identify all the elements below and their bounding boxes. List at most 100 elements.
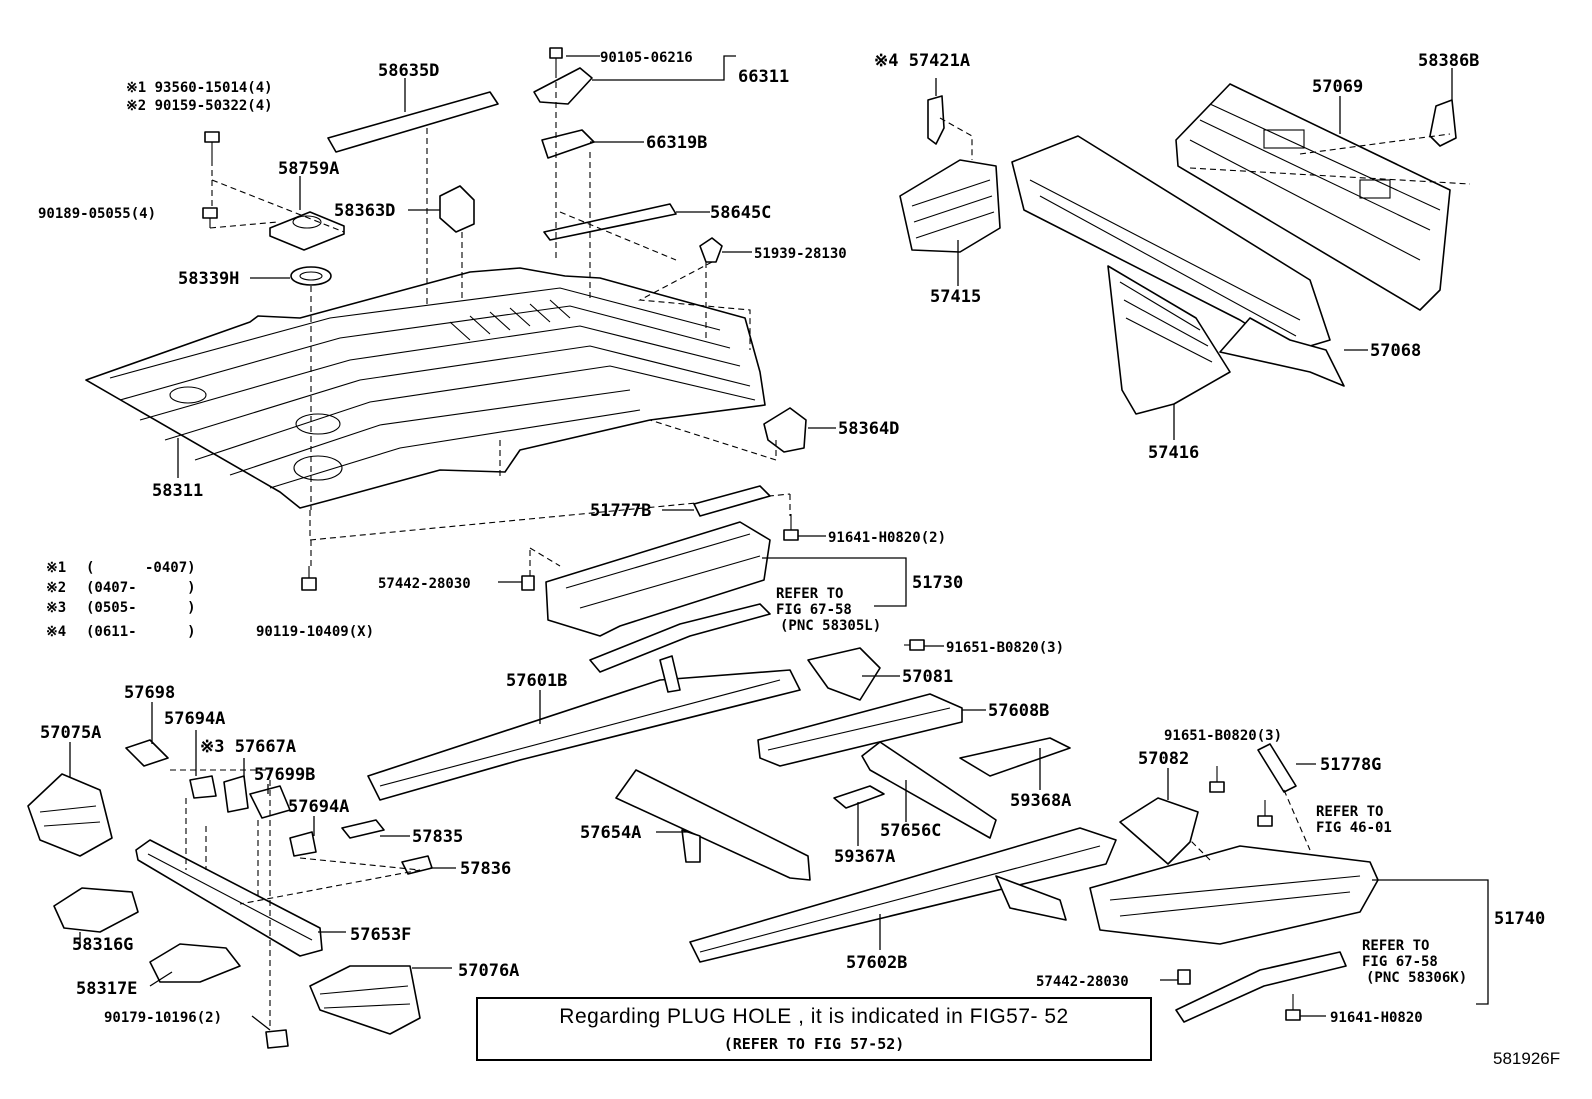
crossmember-51730-part — [545, 521, 771, 637]
bracket-58316G-part — [53, 887, 139, 933]
label-57416: 57416 — [1148, 443, 1199, 463]
legend-mark-3: ※3 — [46, 600, 66, 616]
bracket-57421A-part — [927, 95, 945, 145]
refer-4601-line1: REFER TO — [1316, 804, 1383, 820]
refer-6758a-line2: FIG 67-58 — [776, 602, 852, 618]
label-57076A: 57076A — [458, 961, 519, 981]
bolt-57442b-part — [1177, 969, 1191, 985]
label-58311: 58311 — [152, 481, 203, 501]
member-57602B-part — [689, 827, 1117, 963]
label-90189: 90189-05055(4) — [38, 206, 156, 222]
refer-6758a-line1: REFER TO — [776, 586, 843, 602]
bolt-refer-4601-part — [1257, 800, 1273, 827]
label-57602B: 57602B — [846, 953, 907, 973]
label-58316G: 58316G — [72, 935, 133, 955]
bracket-58645C-part — [543, 203, 677, 241]
bracket-57698-part — [125, 739, 169, 767]
legend-mark-1: ※1 — [46, 560, 66, 576]
label-58317E: 58317E — [76, 979, 137, 999]
legend-range-4: (0611- ) — [86, 624, 196, 640]
bolt-91651b-part — [1209, 766, 1225, 793]
bolt-91641a-part — [783, 514, 799, 541]
label-57069: 57069 — [1312, 77, 1363, 97]
label-57415: 57415 — [930, 287, 981, 307]
label-51777B: 51777B — [590, 501, 651, 521]
label-57082: 57082 — [1138, 749, 1189, 769]
bolt-90189-part — [202, 207, 218, 228]
label-57698: 57698 — [124, 683, 175, 703]
label-57653F: 57653F — [350, 925, 411, 945]
label-93560: ※1 93560-15014(4) — [126, 80, 273, 96]
label-90119: 90119-10409(X) — [256, 624, 374, 640]
bolt-93560-part — [204, 131, 220, 160]
label-51740: 51740 — [1494, 909, 1545, 929]
label-57442b: 57442-28030 — [1036, 974, 1129, 990]
label-66311: 66311 — [738, 67, 789, 87]
part-labels: 58635D ※1 93560-15014(4) ※2 90159-50322(… — [38, 50, 1545, 1026]
label-91651b: 91651-B0820(3) — [1164, 728, 1282, 744]
legend-range-3: (0505- ) — [86, 600, 196, 616]
label-58339H: 58339H — [178, 269, 239, 289]
label-58364D: 58364D — [838, 419, 899, 439]
bracket-57075A-part — [27, 773, 113, 857]
refer-6758b-line2: FIG 67-58 — [1362, 954, 1438, 970]
label-58645C: 58645C — [710, 203, 771, 223]
label-57081: 57081 — [902, 667, 953, 687]
label-57699B: 57699B — [254, 765, 315, 785]
date-legend: ※1 ( -0407) ※2 (0407- ) ※3 (0505- ) ※4 (… — [46, 560, 196, 640]
bracket-57835-part — [341, 819, 385, 839]
bracket-58635D-part — [327, 91, 499, 153]
clip-51939-part — [699, 237, 723, 263]
bolt-90119-part — [301, 566, 317, 591]
leader-lines — [69, 55, 1489, 1031]
extension-57415-part — [899, 159, 1001, 253]
label-51730: 51730 — [912, 573, 963, 593]
bolt-57442a-part — [521, 575, 535, 591]
refer-4601-line2: FIG 46-01 — [1316, 820, 1392, 836]
label-91641b: 91641-H0820 — [1330, 1010, 1423, 1026]
plug-hole-note-subtext: (REFER TO FIG 57-52) — [723, 1035, 905, 1053]
crossmember-57654A-part — [615, 769, 811, 881]
label-57694A-2: 57694A — [288, 797, 349, 817]
member-57656C-part — [861, 741, 997, 839]
legend-mark-2: ※2 — [46, 580, 66, 596]
bolt-91651a-part — [904, 639, 925, 651]
label-57667A: ※3 57667A — [200, 737, 296, 757]
bracket-58363D-part — [439, 185, 475, 233]
bracket-51777B-part — [693, 485, 771, 517]
label-57836: 57836 — [460, 859, 511, 879]
bracket-51778G-part — [1257, 743, 1297, 793]
label-51939: 51939-28130 — [754, 246, 847, 262]
label-66319B: 66319B — [646, 133, 707, 153]
label-90159: ※2 90159-50322(4) — [126, 98, 273, 114]
refer-6758a-line3: (PNC 58305L) — [780, 618, 881, 634]
bracket-57081-part — [807, 647, 881, 701]
figure-id: 581926F — [1493, 1049, 1561, 1068]
label-57694A-1: 57694A — [164, 709, 225, 729]
refer-6758b-line3: (PNC 58306K) — [1366, 970, 1467, 986]
label-57442a: 57442-28030 — [378, 576, 471, 592]
label-57601B: 57601B — [506, 671, 567, 691]
crossmember-57068-part — [1011, 135, 1345, 387]
bracket-59368A-part — [959, 737, 1071, 777]
bracket-57082-part — [1119, 797, 1199, 865]
mount-58759A-part — [269, 211, 345, 251]
label-51778G: 51778G — [1320, 755, 1381, 775]
label-58386B: 58386B — [1418, 51, 1479, 71]
label-59368A: 59368A — [1010, 791, 1071, 811]
bolt-91641b-part — [1285, 994, 1301, 1021]
label-57068: 57068 — [1370, 341, 1421, 361]
label-57835: 57835 — [412, 827, 463, 847]
reinforcement-58306K-part — [1175, 951, 1347, 1023]
bracket-66319B-part — [541, 129, 595, 159]
legend-range-1: ( -0407) — [86, 560, 196, 576]
bracket-57694A-part-1 — [189, 775, 217, 799]
clip-90179-part — [265, 1029, 289, 1049]
plate-59367A-part — [833, 785, 885, 809]
refer-notes: REFER TO FIG 67-58 (PNC 58305L) REFER TO… — [776, 586, 1467, 986]
member-57608B-part — [757, 693, 963, 767]
bracket-58364D-part — [763, 407, 807, 453]
label-91641a: 91641-H0820(2) — [828, 530, 946, 546]
label-58363D: 58363D — [334, 201, 395, 221]
